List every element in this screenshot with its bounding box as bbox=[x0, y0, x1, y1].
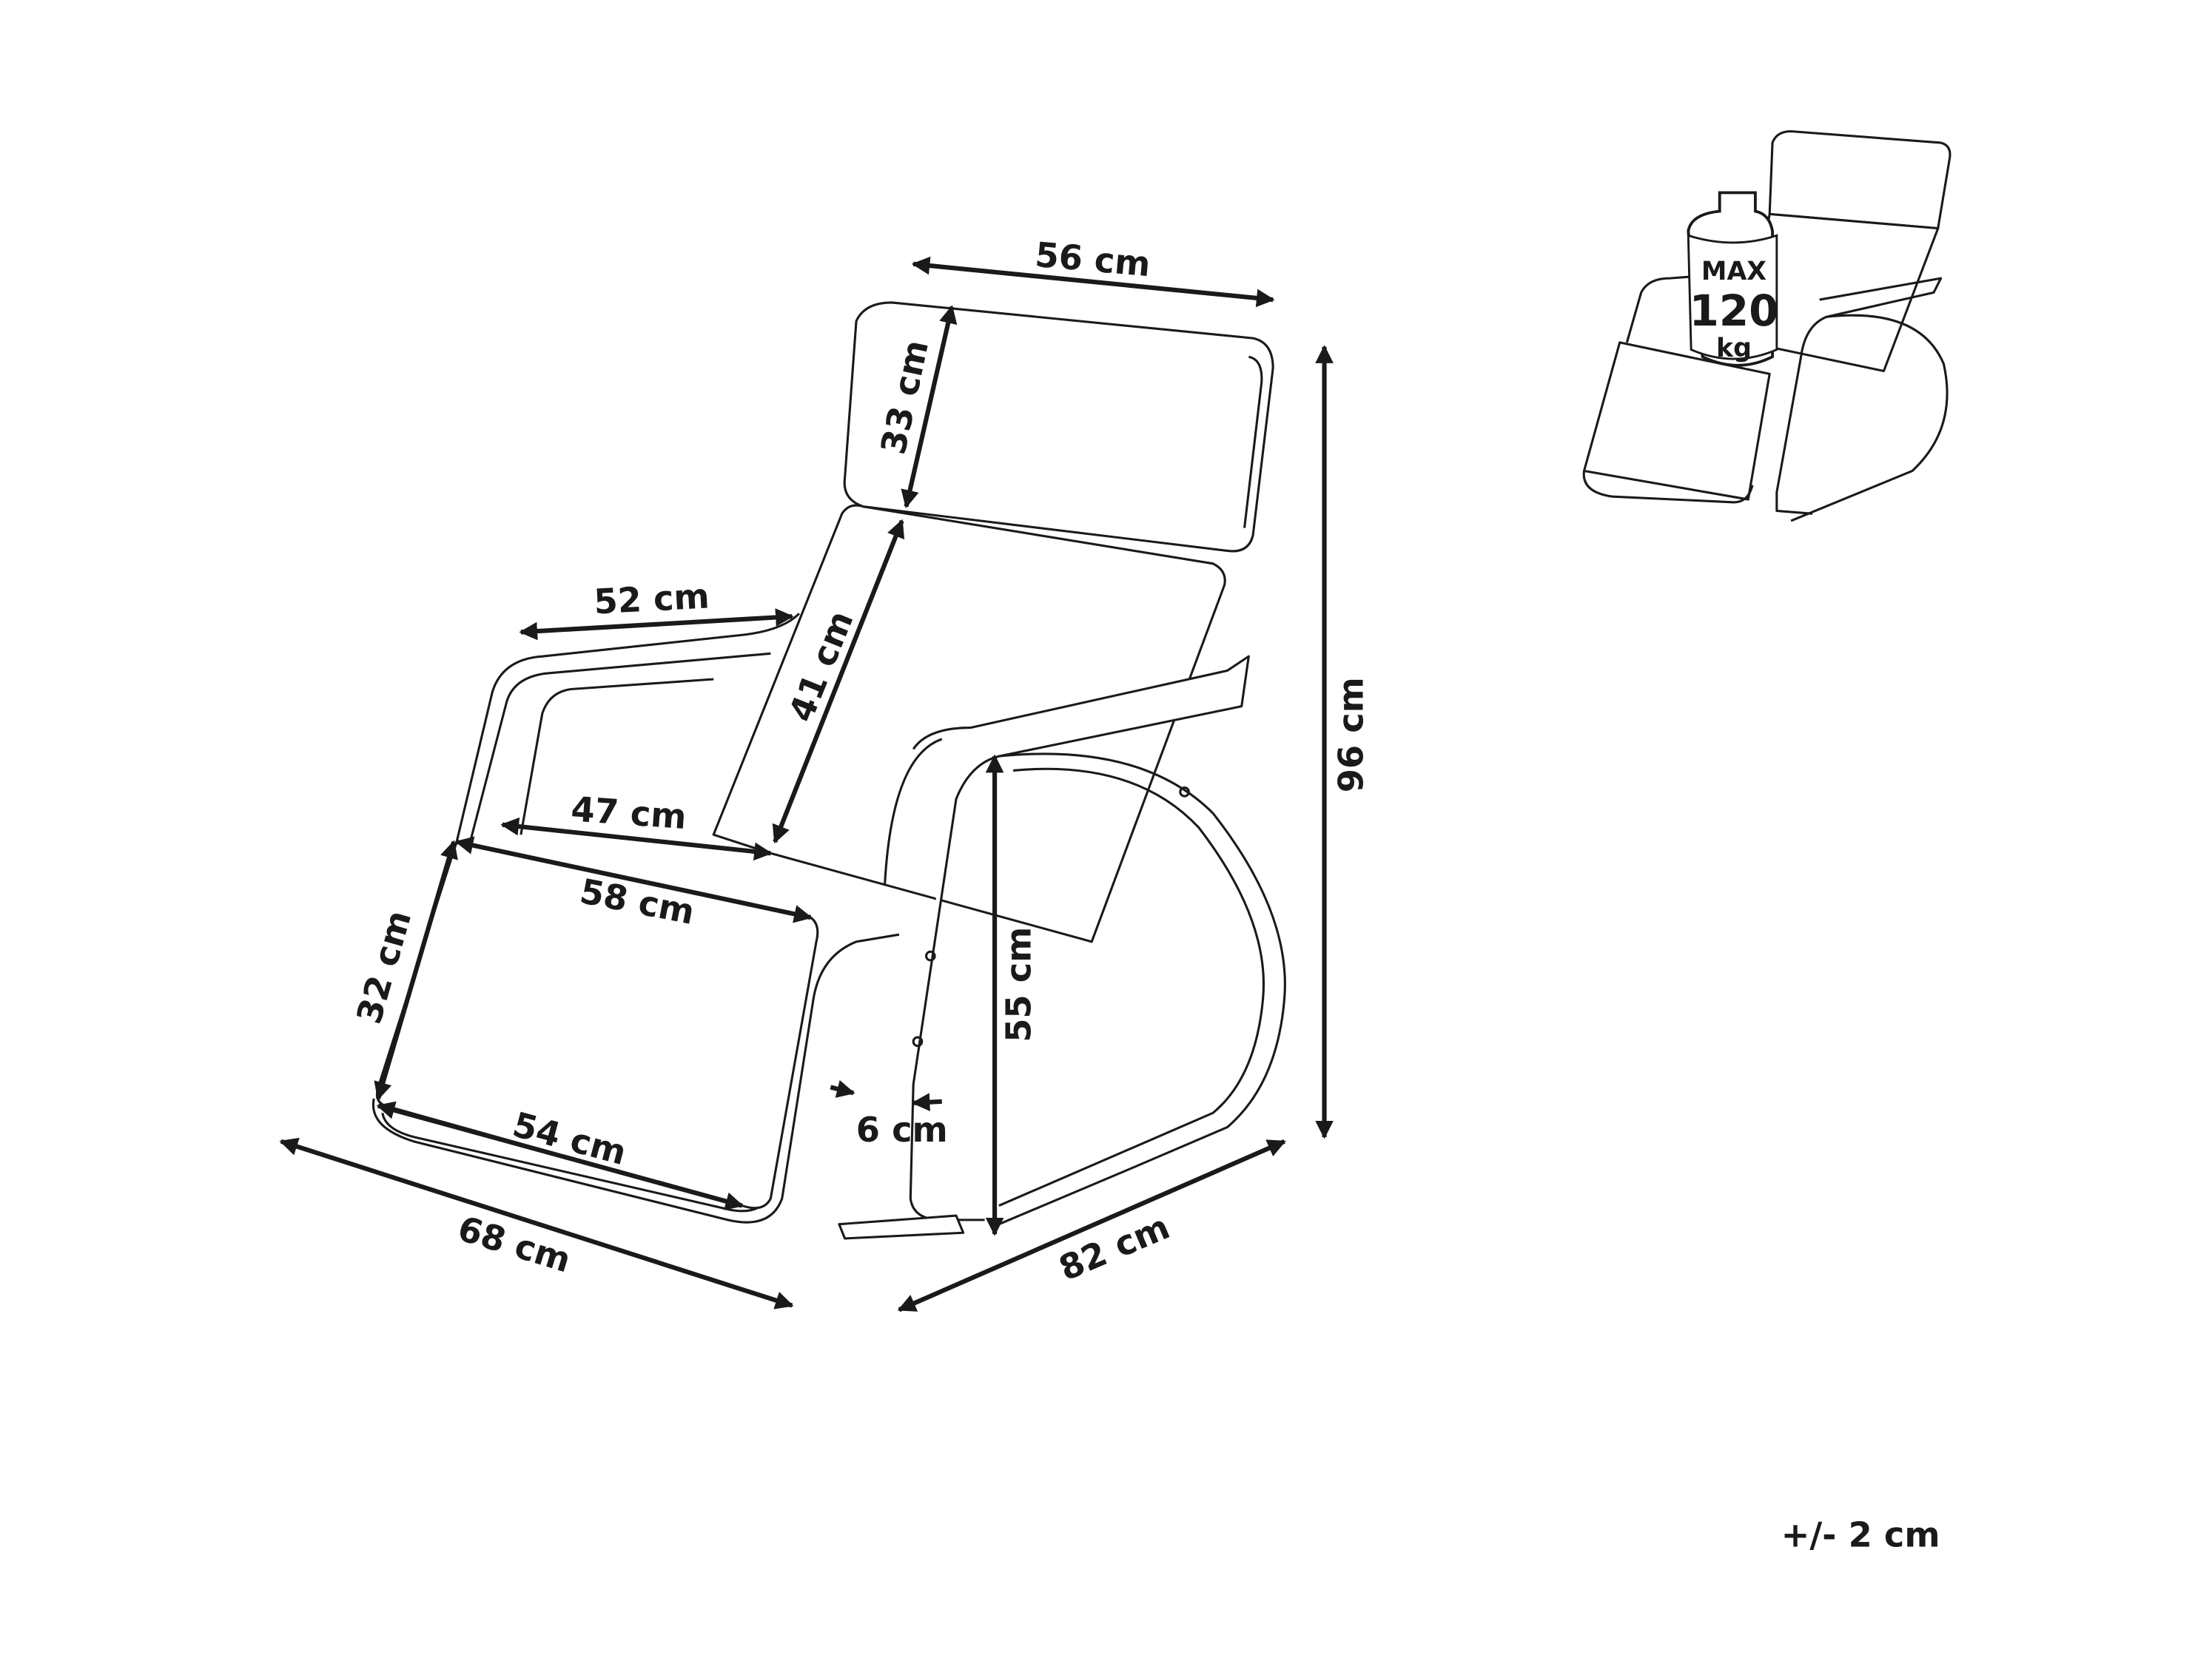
dim-arrow-total-depth bbox=[897, 1139, 1286, 1312]
dim-arrow-headrest-height bbox=[901, 305, 958, 509]
dim-arrow-total-width bbox=[279, 1137, 794, 1310]
dim-arrow-headrest-width bbox=[911, 256, 1275, 308]
dim-arrow-armrest-span bbox=[519, 608, 794, 641]
chair-outline bbox=[372, 301, 1286, 1240]
label-total-height: 96 cm bbox=[1331, 677, 1371, 792]
thumbnail-chair bbox=[1582, 129, 1952, 522]
max-weight-badge: MAX 120 kg bbox=[1687, 191, 1779, 367]
label-armrest-height: 55 cm bbox=[998, 927, 1038, 1042]
badge-weight-value: 120 bbox=[1690, 286, 1779, 336]
dim-arrow-thickness-left bbox=[830, 1079, 855, 1098]
label-frame-thickness: 6 cm bbox=[856, 1110, 948, 1150]
label-headrest-width: 56 cm bbox=[1033, 235, 1152, 284]
label-total-width: 68 cm bbox=[453, 1208, 575, 1280]
tolerance-note: +/- 2 cm bbox=[1781, 1514, 1940, 1554]
badge-max-label: MAX bbox=[1701, 257, 1766, 286]
dim-arrow-footrest-height bbox=[374, 840, 458, 1101]
badge-unit-label: kg bbox=[1716, 334, 1752, 363]
label-total-depth: 82 cm bbox=[1053, 1207, 1175, 1289]
dim-arrow-thickness-right bbox=[911, 1093, 942, 1111]
label-armrest-span: 52 cm bbox=[593, 576, 710, 621]
dim-arrow-backrest-height bbox=[772, 519, 905, 844]
dim-arrow-seat-depth bbox=[454, 836, 813, 923]
label-seat-width: 47 cm bbox=[570, 789, 688, 837]
